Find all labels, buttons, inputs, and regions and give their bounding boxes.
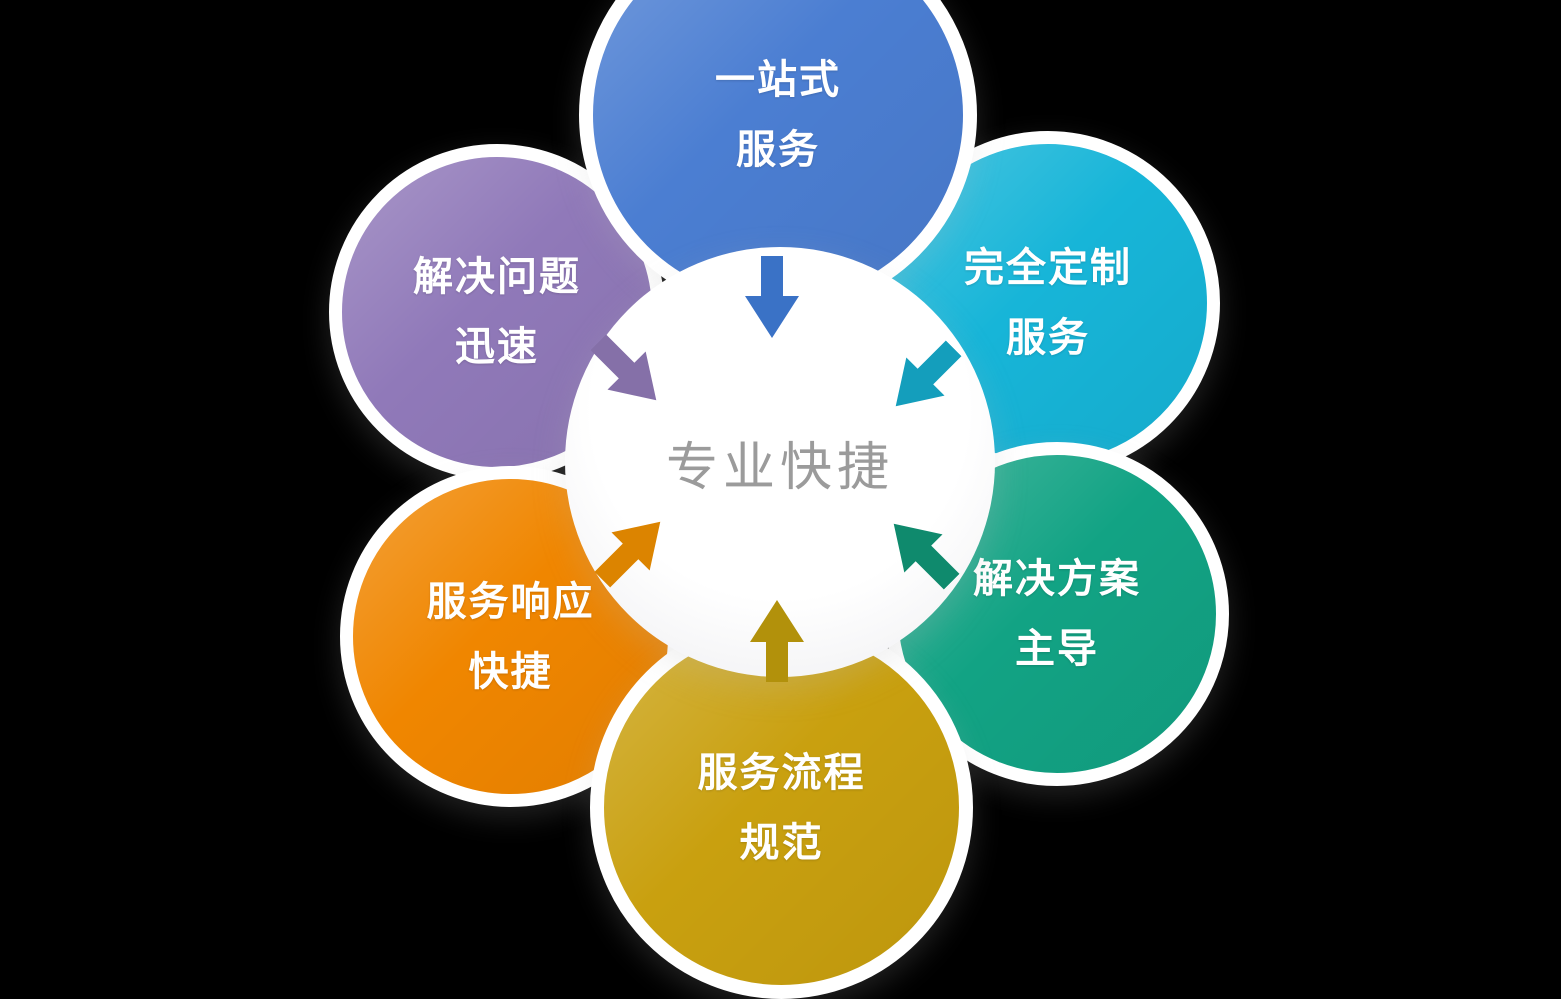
- arrow-icon: [750, 600, 804, 682]
- petal-label-line1: 解决问题: [413, 255, 581, 299]
- inward-arrow-top: [742, 256, 802, 340]
- petal-label-line1: 服务响应: [426, 579, 595, 624]
- petal-label-line2: 服务: [1006, 316, 1090, 360]
- arrow-icon: [594, 521, 661, 588]
- arrow-icon: [893, 523, 960, 590]
- arrow-icon: [745, 256, 799, 338]
- petal-label-line1: 解决方案: [973, 557, 1141, 601]
- inward-arrow-bottom: [747, 598, 807, 682]
- arrow-icon: [895, 340, 962, 407]
- petal-label-line1: 一站式: [715, 58, 841, 102]
- petal-label-line1: 完全定制: [964, 246, 1132, 290]
- petal-label-line2: 规范: [739, 820, 824, 865]
- arrow-icon: [590, 334, 657, 401]
- petal-label-line2: 快捷: [468, 649, 553, 694]
- inward-arrow-top-left: [577, 321, 679, 423]
- diagram-background: 一站式 服务 解决问题 迅速 完全定制 服务 服务响应 快捷 解决方案 主导 服…: [329, 0, 1229, 999]
- petal-label-line2: 迅速: [455, 325, 539, 369]
- inward-arrow-bottom-left: [581, 499, 683, 601]
- petal-label-line2: 服务: [736, 128, 820, 172]
- inward-arrow-bottom-right: [871, 501, 973, 603]
- inward-arrow-top-right: [873, 327, 975, 429]
- center-label: 专业快捷: [665, 438, 894, 497]
- petal-label-line1: 服务流程: [697, 750, 866, 795]
- petal-label-line2: 主导: [1015, 627, 1099, 671]
